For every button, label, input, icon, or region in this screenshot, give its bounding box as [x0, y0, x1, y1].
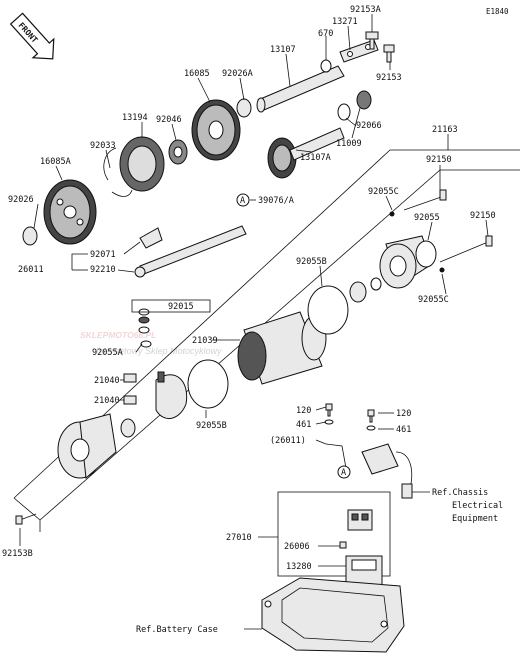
callout-92026A: 92026A [222, 69, 253, 79]
gear-11009 [356, 90, 372, 110]
callout-92153B: 92153B [2, 549, 33, 559]
brush-21040-b [123, 395, 137, 405]
callout-120-b: 120 [396, 409, 411, 419]
callout-92055A: 92055A [92, 348, 123, 358]
gear-16085 [191, 99, 241, 161]
one-way-clutch-13194 [119, 136, 165, 192]
callout-26011-paren: (26011) [270, 436, 306, 446]
marker-a-top [236, 193, 250, 207]
gear-16085A [43, 179, 97, 245]
ref-chassis-line1: Ref.Chassis [432, 488, 488, 498]
grease-39076A [139, 227, 163, 249]
callout-labels: 92153A 13271 670 13107 92153 16085 92026… [2, 5, 503, 635]
ref-battery-case: Ref.Battery Case [136, 625, 218, 635]
watermark-main: SKLEPMOTO66.PL [80, 330, 156, 340]
assembly-boundary [13, 149, 520, 499]
callout-92071: 92071 [90, 250, 116, 260]
callout-92150-a: 92150 [426, 155, 452, 165]
brush-holder [155, 371, 188, 419]
bolt-92150-b [439, 235, 493, 263]
bolt-120-b [367, 409, 375, 423]
callout-92210: 92210 [90, 265, 116, 275]
callout-670: 670 [318, 29, 333, 39]
o-ring-92055B-b [187, 359, 229, 409]
marker-a-bottom-label: A [341, 468, 346, 478]
callout-92055B-b: 92055B [196, 421, 227, 431]
gear-13107A [267, 127, 345, 179]
marker-a-top-label: A [240, 196, 245, 206]
connector-26006 [339, 541, 347, 549]
leader-lines [19, 14, 489, 630]
callout-13194: 13194 [122, 113, 148, 123]
relay-26006 [347, 509, 373, 531]
callout-92046: 92046 [156, 115, 182, 125]
callout-13271: 13271 [332, 17, 358, 27]
o-ring-670 [320, 59, 332, 73]
callout-92055C-a: 92055C [368, 187, 399, 197]
front-cover [57, 413, 117, 480]
callout-26006: 26006 [284, 542, 310, 552]
washer-92026A [236, 98, 252, 118]
washer-92055C-a [389, 211, 395, 217]
callout-461-b: 461 [396, 425, 411, 435]
callout-16085A: 16085A [40, 157, 71, 167]
marker-a-bottom [337, 465, 351, 479]
bolt-92153 [383, 44, 395, 63]
callout-461-a: 461 [296, 420, 311, 430]
bracket-13271 [339, 39, 379, 63]
relay-group-box [277, 491, 391, 577]
bolt-92150-a [403, 189, 447, 211]
callout-92055: 92055 [414, 213, 440, 223]
washer-92055C-b [439, 267, 445, 273]
nut-92210 [134, 266, 146, 278]
ref-chassis-line2: Electrical [452, 501, 503, 511]
washer-stack [138, 308, 152, 348]
callout-16085: 16085 [184, 69, 210, 79]
callout-92033: 92033 [90, 141, 116, 151]
brush-21040-a [123, 373, 137, 383]
callout-13107A: 13107A [300, 153, 331, 163]
callout-92055C-b: 92055C [418, 295, 449, 305]
washer-461-b [366, 425, 376, 431]
shaft-13107 [256, 65, 345, 113]
callout-26011: 26011 [18, 265, 44, 275]
callout-13107: 13107 [270, 45, 296, 55]
relay-cover [361, 443, 413, 499]
ref-chassis-line3: Equipment [452, 514, 498, 524]
circlip-92033 [103, 147, 133, 197]
callout-92150-b: 92150 [470, 211, 496, 221]
callout-13280: 13280 [286, 562, 312, 572]
callout-21039: 21039 [192, 336, 218, 346]
callout-21040-b: 21040 [94, 396, 120, 406]
callout-92153: 92153 [376, 73, 402, 83]
callout-11009: 11009 [336, 139, 362, 149]
cable-26011 [325, 443, 347, 469]
bearing-92046 [168, 139, 188, 165]
bearing-front [120, 418, 136, 438]
washer-461-a [324, 419, 334, 425]
diagram-code: E1840 [486, 7, 509, 16]
washer-92026 [22, 226, 38, 246]
callout-92153A: 92153A [350, 5, 381, 15]
o-ring-92055 [415, 240, 437, 268]
o-ring-92055B-a [307, 285, 349, 335]
front-direction-arrow: FRONT [9, 12, 55, 60]
callout-92055B-a: 92055B [296, 257, 327, 267]
callout-21040-a: 21040 [94, 376, 120, 386]
bolt-92153B [15, 513, 37, 525]
yoke-21039 [237, 311, 327, 385]
callout-92015: 92015 [168, 302, 194, 312]
callout-120-a: 120 [296, 406, 311, 416]
washer-92066 [337, 103, 351, 121]
callout-21163: 21163 [432, 125, 458, 135]
watermark-sub: Internetowy Sklep Motocyklowy [96, 346, 222, 356]
callout-39076A: 39076/A [258, 196, 294, 206]
bolt-120-a [325, 403, 333, 417]
battery-case [261, 577, 405, 653]
callout-27010: 27010 [226, 533, 252, 543]
callout-92066: 92066 [356, 121, 382, 131]
bearing-rear [349, 277, 382, 303]
callout-92026: 92026 [8, 195, 34, 205]
